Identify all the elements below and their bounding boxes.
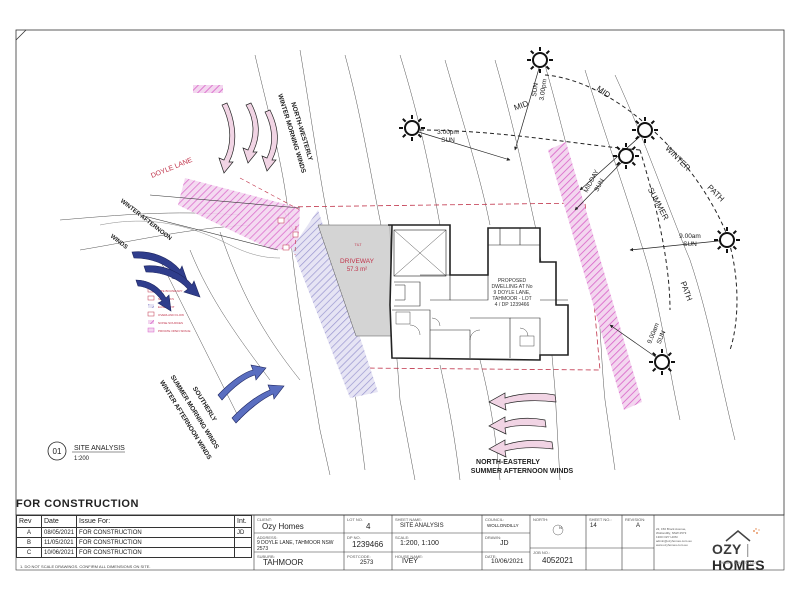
- svg-text:3.00pm: 3.00pm: [539, 79, 549, 101]
- svg-text:SUMMER AFTERNOON WINDS: SUMMER AFTERNOON WINDS: [471, 468, 574, 475]
- tilt-wall-label: TILT: [355, 243, 363, 247]
- legend-label: OVERLAND FLOW: [158, 313, 184, 317]
- svg-text:MID: MID: [595, 84, 612, 100]
- table-row: C 10/06/2021 FOR CONSTRUCTION: [16, 547, 252, 558]
- sun-900-right-label: 9.00am SUN: [679, 233, 701, 248]
- legend-swatch: [148, 320, 154, 324]
- svg-text:4 / DP 1239466: 4 / DP 1239466: [495, 302, 530, 308]
- sun-icon: [649, 349, 675, 375]
- nw-winds-label: NORTH-WESTERLY WINTER MORNING WINDS: [276, 93, 314, 174]
- ne-summer-afternoon-wind-arrows: [488, 392, 557, 458]
- svg-text:3.00pm: 3.00pm: [437, 129, 459, 136]
- svg-text:WINTER: WINTER: [663, 144, 692, 173]
- svg-text:NORTH-EASTERLY: NORTH-EASTERLY: [476, 459, 540, 466]
- svg-text:WINDS: WINDS: [109, 234, 128, 251]
- driveway-label: DRIVEWAY: [340, 258, 375, 265]
- sun-900-low-label: 9.00am SUN: [646, 322, 667, 345]
- legend-label: SITE BOUNDARY: [158, 289, 182, 293]
- svg-text:WINTER AFTERNOON: WINTER AFTERNOON: [119, 198, 172, 242]
- sun-midday-label: MIDDAY SUN: [583, 168, 606, 194]
- dwelling-plan: [388, 224, 569, 361]
- southerly-summer-wind-arrows: [217, 364, 285, 424]
- callout-scale: 1:200: [74, 456, 90, 462]
- winter-afternoon-winds-label: WINTER AFTERNOON WINDS: [109, 198, 172, 250]
- date-header: Date: [40, 515, 78, 528]
- doyle-lane-label: DOYLE LANE: [150, 157, 194, 180]
- proposed-dwelling-label: PROPOSED DWELLING AT No 9 DOYLE LANE, TA…: [492, 278, 533, 308]
- north-arrow-icon: N: [552, 524, 564, 536]
- callout-circle: [47, 441, 67, 461]
- callout-number: 01: [53, 447, 62, 456]
- setback-lines: [239, 177, 301, 256]
- overland-flow-zone: [292, 210, 378, 398]
- callout-title: SITE ANALYSIS: [74, 445, 125, 452]
- legend-label: NOISE SOURCES: [158, 321, 183, 325]
- sun-300-label: 3.00pm SUN: [437, 129, 459, 144]
- legend-swatch: [147, 311, 155, 317]
- sun-icon: [613, 143, 639, 169]
- legend-swatch: [148, 304, 154, 308]
- road-edge: [139, 214, 279, 251]
- legend-swatch: [147, 327, 155, 333]
- for-construction-banner: FOR CONSTRUCTION: [16, 498, 139, 510]
- noise-source-zone: [548, 142, 642, 410]
- company-logo: OZY | HOMES: [712, 541, 765, 573]
- int-header: Int.: [234, 515, 252, 528]
- svg-text:TAHMOOR - LOT: TAHMOOR - LOT: [492, 296, 531, 302]
- sun-icon: [399, 115, 425, 141]
- legend-swatch: [147, 295, 155, 301]
- ne-winds-label: NORTH-EASTERLY SUMMER AFTERNOON WINDS: [471, 459, 574, 475]
- driveway-area: 57.3 m²: [347, 267, 367, 273]
- svg-text:SUN: SUN: [531, 82, 540, 97]
- rev-header: Rev: [16, 515, 42, 528]
- logo-tagline: HOMES BUILT TO LAST: [720, 561, 759, 565]
- table-row: A 08/05/2021 FOR CONSTRUCTION JD: [16, 527, 252, 538]
- svg-text:9.00am: 9.00am: [679, 233, 701, 240]
- svg-text:MID: MID: [513, 99, 530, 113]
- svg-text:N: N: [559, 525, 562, 530]
- sun-icon: [632, 117, 658, 143]
- svg-text:PROPOSED: PROPOSED: [498, 278, 527, 284]
- sun-icon: [714, 227, 740, 253]
- sun-icons: [399, 47, 740, 375]
- svg-text:SUN: SUN: [441, 137, 455, 144]
- issue-header: Issue For:: [76, 515, 235, 528]
- svg-text:9 DOYLE LANE,: 9 DOYLE LANE,: [494, 290, 531, 296]
- svg-text:SUN: SUN: [656, 329, 668, 345]
- hatch-swatch: [193, 85, 223, 93]
- corner-mark-tl: [15, 29, 27, 41]
- company-details: 22, 150 Brock Avenue, Wollondilly, NSW 2…: [656, 527, 692, 547]
- road-edge: [149, 194, 301, 209]
- doyle-lane-easement: [178, 178, 300, 250]
- sun-300-top-label: 3.00pm SUN: [531, 79, 548, 101]
- sun-ray-lines: [411, 64, 729, 361]
- legend-label: PRIVATE OPEN SPACE: [158, 329, 191, 333]
- nw-winter-morning-wind-arrows: [218, 102, 278, 174]
- contour-lines: [59, 49, 736, 481]
- house-logo-icon: [725, 528, 760, 542]
- site-markers: [268, 217, 299, 251]
- southerly-winds-label: SOUTHERLY SUMMER MORNING WINDS WINTER AF…: [158, 374, 220, 462]
- general-note: 1. DO NOT SCALE DRAWINGS. CONFIRM ALL DI…: [20, 564, 151, 569]
- road-kerb: [99, 220, 281, 259]
- winter-afternoon-wind-arrows: [131, 251, 201, 312]
- svg-text:DWELLING AT No: DWELLING AT No: [492, 284, 533, 290]
- revision-table: Rev Date Issue For: Int. A 08/05/2021 FO…: [16, 515, 252, 558]
- table-row: B 11/05/2021 FOR CONSTRUCTION: [16, 537, 252, 548]
- svg-text:PATH: PATH: [679, 280, 694, 302]
- svg-text:PATH: PATH: [705, 183, 726, 204]
- svg-text:SUMMER: SUMMER: [646, 186, 671, 222]
- sun-icon: [527, 47, 553, 73]
- svg-text:SUN: SUN: [683, 241, 697, 248]
